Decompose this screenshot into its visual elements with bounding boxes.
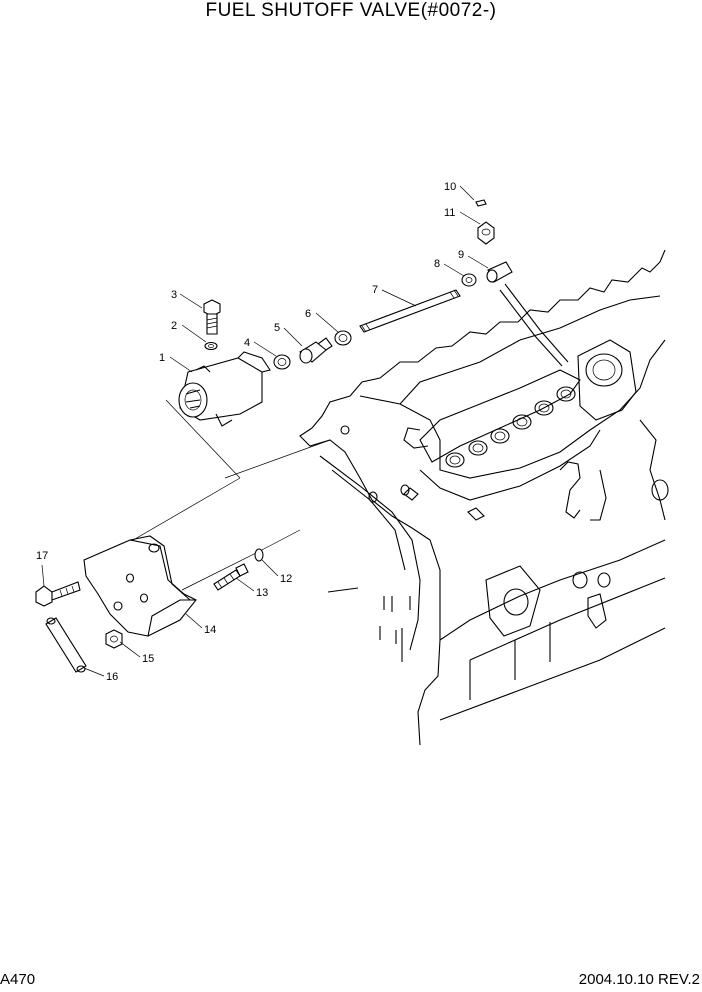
pin-part-10 [475, 199, 487, 207]
callout-10: 10 [444, 181, 456, 193]
callout-leaders [41, 185, 489, 677]
bolt-part-17 [35, 581, 81, 607]
nut-part-6 [334, 330, 352, 346]
callout-14: 14 [204, 624, 216, 636]
callout-13: 13 [256, 587, 268, 599]
ring-part-4 [273, 354, 291, 370]
callout-15: 15 [142, 653, 154, 665]
washer-part-12 [254, 548, 264, 562]
callout-9: 9 [458, 249, 464, 261]
callout-16: 16 [106, 671, 118, 683]
callout-2: 2 [171, 320, 177, 332]
callout-11: 11 [444, 207, 455, 219]
callout-12: 12 [280, 573, 292, 585]
link-part-16 [45, 617, 87, 673]
clevis-part-9 [486, 261, 513, 283]
callout-4: 4 [244, 337, 250, 349]
leader-line [181, 551, 259, 591]
callout-1: 1 [159, 352, 165, 364]
callout-3: 3 [171, 289, 177, 301]
page-title: FUEL SHUTOFF VALVE(#0072-) [205, 0, 497, 21]
bolt-part-3 [203, 299, 221, 335]
leader-line [257, 529, 301, 553]
leader-line [115, 477, 241, 551]
stud-part-13 [213, 563, 249, 591]
nut-part-8 [461, 273, 477, 287]
nut-part-11 [477, 221, 495, 245]
callout-8: 8 [434, 258, 440, 270]
nut-part-15 [105, 629, 123, 649]
fitting-part-5 [299, 337, 333, 364]
leader-line [224, 439, 331, 479]
callout-6: 6 [305, 308, 311, 320]
page-code: A470 [0, 971, 36, 988]
callout-7: 7 [372, 284, 378, 296]
leader-line [165, 399, 241, 479]
callout-17: 17 [36, 550, 48, 562]
rod-part-7 [359, 289, 461, 333]
solenoid-part-1 [178, 351, 271, 427]
engine-block [299, 249, 669, 746]
callout-5: 5 [274, 322, 280, 334]
revision-date: 2004.10.10 REV.2 [578, 971, 700, 988]
washer-part-2 [204, 341, 218, 351]
bracket-part-14 [83, 535, 197, 637]
